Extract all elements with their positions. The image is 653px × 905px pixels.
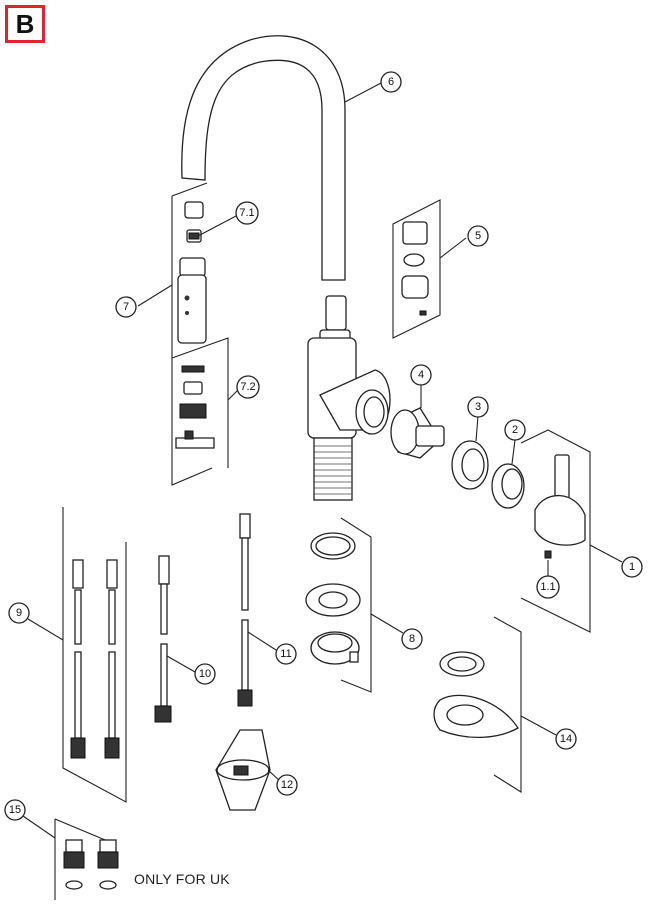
aerator-assembly	[137, 182, 241, 486]
spout-part	[181, 35, 384, 281]
handle-part	[520, 429, 623, 633]
tap-body	[307, 295, 391, 501]
callout-7-2: 7.2	[236, 375, 260, 399]
svg-text:9: 9	[16, 607, 22, 619]
svg-text:4: 4	[418, 369, 424, 381]
base-plate-part	[433, 616, 557, 793]
svg-text:12: 12	[281, 779, 293, 791]
svg-text:6: 6	[388, 76, 394, 88]
callout-2: 2	[504, 419, 526, 441]
callout-15: 15	[4, 799, 26, 821]
callout-1: 1	[621, 556, 643, 578]
svg-text:3: 3	[475, 401, 481, 413]
callout-5: 5	[467, 225, 489, 247]
threaded-ring-part	[451, 415, 489, 490]
supply-hoses-pair	[27, 507, 127, 803]
svg-text:11: 11	[280, 648, 291, 660]
extension-rod-part	[237, 513, 277, 707]
supply-hose-single	[154, 555, 196, 723]
svg-text:5: 5	[475, 230, 481, 242]
callout-4: 4	[410, 364, 432, 386]
svg-text:14: 14	[560, 733, 572, 745]
svg-text:7: 7	[123, 301, 129, 313]
callout-14: 14	[555, 728, 577, 750]
hose-weight-part	[215, 729, 282, 811]
callout-6: 6	[380, 71, 402, 93]
callout-12: 12	[276, 774, 298, 796]
mounting-kit-part	[305, 517, 404, 693]
callout-7: 7	[115, 296, 137, 318]
callout-1-1: 1.1	[536, 575, 560, 599]
callout-3: 3	[467, 396, 489, 418]
part-5-kit	[392, 199, 467, 339]
uk-adapters-part	[22, 815, 119, 900]
svg-text:2: 2	[512, 424, 518, 436]
svg-text:15: 15	[9, 804, 21, 816]
svg-text:8: 8	[409, 633, 415, 645]
svg-text:7.2: 7.2	[240, 381, 255, 393]
section-tag: B	[5, 5, 45, 43]
svg-text:10: 10	[199, 668, 211, 680]
svg-text:1: 1	[629, 561, 635, 573]
callout-10: 10	[194, 663, 216, 685]
section-tag-label: B	[15, 9, 35, 39]
callout-8: 8	[401, 628, 423, 650]
svg-text:7.1: 7.1	[239, 207, 254, 219]
callout-9: 9	[8, 602, 30, 624]
svg-text:1.1: 1.1	[540, 581, 555, 593]
cover-ring-part	[491, 439, 525, 509]
callout-11: 11	[275, 643, 297, 665]
cartridge-part	[390, 385, 445, 459]
uk-only-note: ONLY FOR UK	[134, 871, 230, 887]
callout-7-1: 7.1	[235, 201, 259, 225]
